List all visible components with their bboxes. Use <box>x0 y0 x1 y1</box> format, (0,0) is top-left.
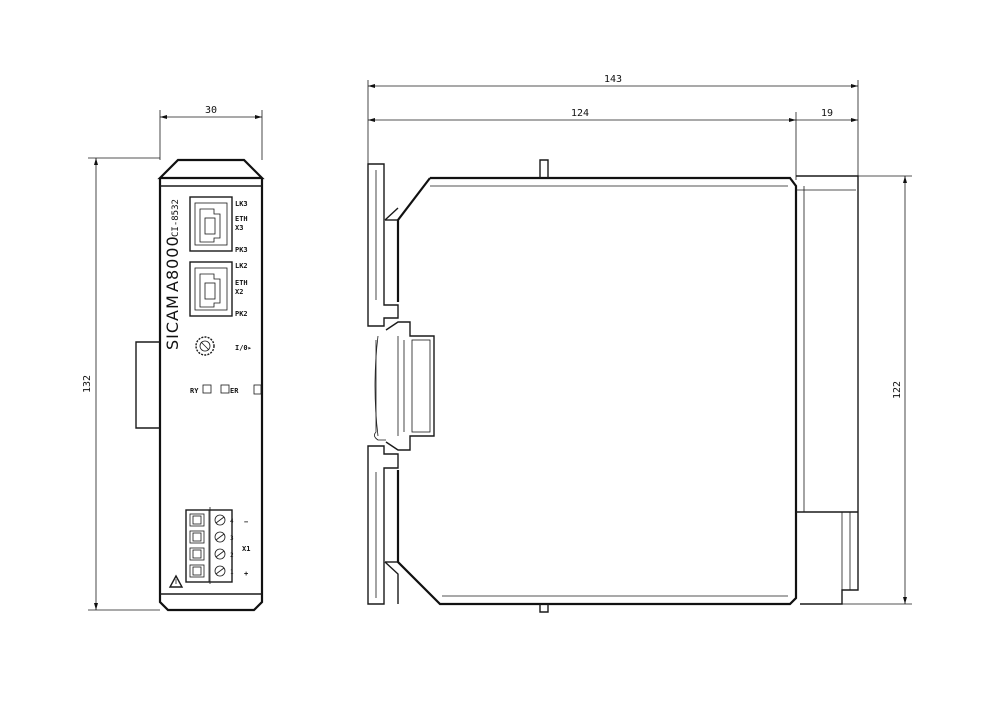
terminal-minus-label: − <box>244 518 248 526</box>
side-latch-icon <box>253 384 262 395</box>
eth-port-x3[interactable] <box>189 196 233 252</box>
eth3-name-label: ETH <box>235 215 248 223</box>
dim-front-width: 30 <box>159 105 263 160</box>
dim-side-height: 122 <box>796 175 912 605</box>
eth2-name-label: ETH <box>235 279 248 287</box>
ry-label: RY <box>190 387 199 395</box>
terminal-block-x1[interactable] <box>185 509 233 583</box>
dim-side-body-width: 124 <box>368 108 797 180</box>
eth3-id-label: X3 <box>235 224 243 232</box>
dim-side-depth-extra-label: 19 <box>821 108 833 119</box>
dim-front-height: 132 <box>82 157 160 611</box>
terminal-pin-number: 2 <box>230 552 234 559</box>
device-brand: SICAM <box>163 294 182 350</box>
side-view: 143 124 19 122 <box>367 74 912 613</box>
terminal-id-label: X1 <box>242 545 250 553</box>
er-led-icon <box>220 384 230 394</box>
terminal-pin <box>189 530 226 544</box>
eth3-pk-label: PK3 <box>235 246 248 254</box>
io-label: I/0▸ <box>235 344 252 352</box>
dim-side-total-width-label: 143 <box>604 74 622 85</box>
terminal-pin <box>189 513 226 527</box>
device-model: CI-8532 <box>171 199 181 237</box>
front-housing <box>135 158 265 612</box>
front-view: 30 132 SICAM A8000 CI-8532 <box>82 105 265 612</box>
eth3-link-label: LK3 <box>235 200 248 208</box>
eth2-id-label: X2 <box>235 288 243 296</box>
dim-side-depth-extra: 19 <box>796 108 858 122</box>
dim-front-width-label: 30 <box>205 105 217 116</box>
terminal-plus-label: + <box>244 570 248 578</box>
eth-port-x2[interactable] <box>189 261 233 317</box>
ry-led-icon <box>202 384 212 394</box>
terminal-pin <box>189 564 226 578</box>
dim-side-body-width-label: 124 <box>571 108 589 119</box>
device-series: A8000 <box>163 235 182 292</box>
eth2-pk-label: PK2 <box>235 310 248 318</box>
terminal-pin-number: 3 <box>230 535 234 542</box>
din-rail <box>367 163 399 605</box>
er-label: ER <box>230 387 239 395</box>
eth2-link-label: LK2 <box>235 262 248 270</box>
dim-side-total-width: 143 <box>367 74 859 180</box>
din-clip <box>374 321 435 451</box>
dim-front-height-label: 132 <box>82 375 93 393</box>
terminal-pin <box>189 547 226 561</box>
dim-side-height-label: 122 <box>892 381 903 399</box>
terminal-pin-number: 4 <box>230 518 234 525</box>
rotary-switch-icon[interactable] <box>195 336 215 356</box>
side-front-section <box>796 175 859 605</box>
terminal-pin-number: 1 <box>230 569 234 576</box>
side-housing <box>384 159 798 613</box>
warning-triangle-icon <box>168 574 184 588</box>
